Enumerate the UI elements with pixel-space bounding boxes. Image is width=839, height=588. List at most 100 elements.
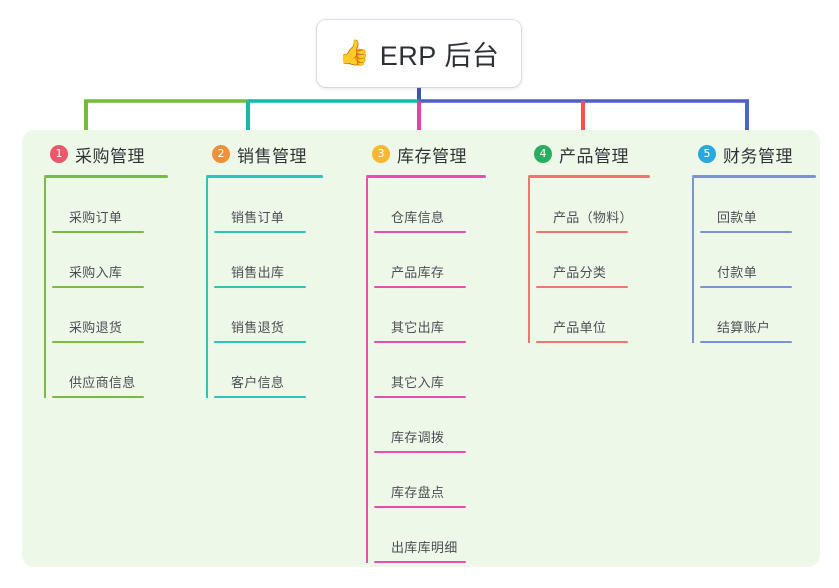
branch-label: 财务管理: [723, 146, 793, 166]
branch-spine: [528, 178, 530, 343]
list-item[interactable]: 客户信息: [206, 343, 358, 398]
list-item-underline: [374, 506, 466, 508]
list-item-underline: [374, 561, 466, 563]
list-item[interactable]: 采购入库: [44, 233, 196, 288]
list-item[interactable]: 供应商信息: [44, 343, 196, 398]
list-item-underline: [700, 231, 792, 233]
list-item-underline: [374, 396, 466, 398]
list-item[interactable]: 采购退货: [44, 288, 196, 343]
root-node-content: 👍 ERP 后台: [339, 34, 500, 73]
list-item[interactable]: 库存调拨: [366, 398, 518, 453]
branch-underline: [44, 175, 168, 178]
list-item[interactable]: 付款单: [692, 233, 839, 288]
list-item-label: 采购入库: [69, 265, 123, 280]
list-item-underline: [52, 396, 144, 398]
branch-label: 采购管理: [75, 146, 145, 166]
branch-column-1: 1 采购管理采购订单采购入库采购退货供应商信息: [36, 130, 196, 398]
root-title: ERP 后台: [379, 41, 500, 71]
list-item-label: 客户信息: [231, 375, 285, 390]
list-item-label: 采购退货: [69, 320, 123, 335]
list-item-label: 销售订单: [231, 210, 285, 225]
branch-header-4[interactable]: 4 产品管理: [520, 130, 680, 178]
branch-number-badge: 2: [212, 145, 230, 163]
branch-columns: 1 采购管理采购订单采购入库采购退货供应商信息 2 销售管理销售订单销售出库销售退货客…: [22, 130, 820, 567]
list-item-label: 库存盘点: [391, 485, 445, 500]
branch-header-1[interactable]: 1 采购管理: [36, 130, 196, 178]
list-item[interactable]: 出库库明细: [366, 508, 518, 563]
list-item-label: 采购订单: [69, 210, 123, 225]
branch-underline: [528, 175, 650, 178]
list-item[interactable]: 产品（物料）: [528, 178, 680, 233]
branch-spine: [44, 178, 46, 398]
list-item[interactable]: 结算账户: [692, 288, 839, 343]
list-item-underline: [52, 341, 144, 343]
list-item-label: 结算账户: [717, 320, 771, 335]
list-item[interactable]: 产品库存: [366, 233, 518, 288]
list-item-underline: [374, 451, 466, 453]
list-item[interactable]: 仓库信息: [366, 178, 518, 233]
list-item-underline: [52, 286, 144, 288]
list-item-label: 产品（物料）: [553, 210, 633, 225]
list-item[interactable]: 产品分类: [528, 233, 680, 288]
list-item[interactable]: 销售订单: [206, 178, 358, 233]
branch-column-3: 3 库存管理仓库信息产品库存其它出库其它入库库存调拨库存盘点出库库明细: [358, 130, 518, 563]
branch-number-badge: 4: [534, 145, 552, 163]
branch-label: 库存管理: [397, 146, 467, 166]
list-item-underline: [374, 286, 466, 288]
list-item-label: 供应商信息: [69, 375, 136, 390]
branch-items: 采购订单采购入库采购退货供应商信息: [36, 178, 196, 398]
branch-header-3[interactable]: 3 库存管理: [358, 130, 518, 178]
branch-number-badge: 5: [698, 145, 716, 163]
list-item[interactable]: 回款单: [692, 178, 839, 233]
list-item[interactable]: 销售退货: [206, 288, 358, 343]
list-item-underline: [214, 231, 306, 233]
list-item-label: 库存调拨: [391, 430, 445, 445]
list-item[interactable]: 销售出库: [206, 233, 358, 288]
list-item-underline: [536, 341, 628, 343]
list-item-underline: [214, 286, 306, 288]
branch-number-badge: 1: [50, 145, 68, 163]
list-item-label: 出库库明细: [391, 540, 458, 555]
list-item[interactable]: 采购订单: [44, 178, 196, 233]
branch-underline: [206, 175, 323, 178]
list-item-label: 回款单: [717, 210, 757, 225]
list-item-underline: [374, 341, 466, 343]
list-item-label: 销售退货: [231, 320, 285, 335]
branch-spine: [206, 178, 208, 398]
branch-label: 产品管理: [559, 146, 629, 166]
list-item-underline: [52, 231, 144, 233]
list-item[interactable]: 其它出库: [366, 288, 518, 343]
branch-items: 回款单付款单结算账户: [684, 178, 839, 343]
list-item-label: 产品分类: [553, 265, 607, 280]
branches-panel: [22, 130, 820, 567]
branch-column-2: 2 销售管理销售订单销售出库销售退货客户信息: [198, 130, 358, 398]
branch-header-2[interactable]: 2 销售管理: [198, 130, 358, 178]
root-node[interactable]: 👍 ERP 后台: [317, 20, 521, 87]
branch-label: 销售管理: [237, 146, 307, 166]
branch-items: 仓库信息产品库存其它出库其它入库库存调拨库存盘点出库库明细: [358, 178, 518, 563]
branch-spine: [692, 178, 694, 343]
list-item-label: 其它出库: [391, 320, 445, 335]
list-item-label: 其它入库: [391, 375, 445, 390]
list-item-label: 销售出库: [231, 265, 285, 280]
branch-column-5: 5 财务管理回款单付款单结算账户: [684, 130, 839, 343]
branch-spine: [366, 178, 368, 563]
branch-header-5[interactable]: 5 财务管理: [684, 130, 839, 178]
list-item[interactable]: 其它入库: [366, 343, 518, 398]
list-item-underline: [700, 286, 792, 288]
branch-underline: [366, 175, 486, 178]
list-item-label: 仓库信息: [391, 210, 445, 225]
list-item-underline: [536, 286, 628, 288]
list-item[interactable]: 产品单位: [528, 288, 680, 343]
branch-items: 产品（物料） 产品分类产品单位: [520, 178, 680, 343]
list-item-underline: [536, 231, 628, 233]
branch-number-badge: 3: [372, 145, 390, 163]
branch-underline: [692, 175, 816, 178]
list-item-underline: [214, 396, 306, 398]
list-item-underline: [700, 341, 792, 343]
list-item[interactable]: 库存盘点: [366, 453, 518, 508]
list-item-underline: [374, 231, 466, 233]
list-item-label: 产品库存: [391, 265, 445, 280]
thumbs-up-icon: 👍: [338, 39, 370, 67]
